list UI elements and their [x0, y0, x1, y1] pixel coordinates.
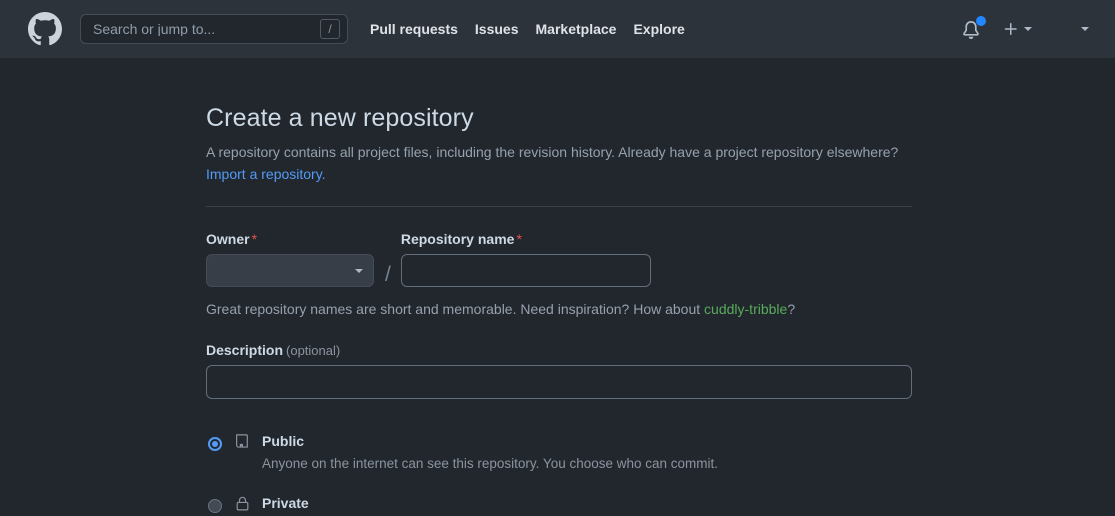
nav-item-marketplace[interactable]: Marketplace: [535, 21, 617, 37]
search-input[interactable]: Search or jump to... /: [80, 14, 348, 44]
page-subtitle: A repository contains all project files,…: [206, 144, 899, 160]
hint-prefix: Great repository names are short and mem…: [206, 301, 705, 317]
owner-field-group: Owner*: [206, 231, 374, 287]
account-menu-button[interactable]: [1076, 27, 1089, 31]
visibility-option-public[interactable]: Public Anyone on the internet can see th…: [206, 433, 912, 473]
chevron-down-icon: [1024, 27, 1032, 31]
owner-label-text: Owner: [206, 231, 250, 247]
header-actions: [961, 16, 1099, 42]
private-radio[interactable]: [208, 498, 222, 513]
private-text-block: Private You choose who can see and commi…: [262, 495, 591, 516]
public-description: Anyone on the internet can see this repo…: [262, 456, 719, 471]
nav-item-explore[interactable]: Explore: [633, 21, 685, 37]
visibility-options: Public Anyone on the internet can see th…: [206, 433, 912, 516]
description-label: Description(optional): [206, 342, 912, 358]
owner-label: Owner*: [206, 231, 374, 247]
visibility-option-private[interactable]: Private You choose who can see and commi…: [206, 495, 912, 516]
owner-and-name-row: Owner* / Repository name*: [206, 231, 912, 287]
repository-name-label-text: Repository name: [400, 231, 515, 247]
hint-suffix: ?: [787, 301, 796, 317]
private-title: Private: [262, 494, 309, 511]
repository-name-label: Repository name*: [401, 231, 651, 247]
page-title: Create a new repository: [206, 104, 474, 132]
create-new-button[interactable]: [1003, 21, 1032, 37]
owner-name-separator: /: [385, 263, 391, 286]
public-title: Public: [262, 433, 305, 449]
public-radio[interactable]: [208, 437, 222, 451]
owner-select[interactable]: [206, 254, 374, 287]
main-content: Create a new repository A repository con…: [0, 58, 1115, 516]
github-mark-icon[interactable]: [28, 12, 62, 46]
repository-name-input[interactable]: [400, 254, 651, 287]
search-placeholder: Search or jump to...: [93, 22, 216, 36]
global-header: Search or jump to... / Pull requests Iss…: [0, 0, 1115, 58]
suggested-repository-name: cuddly-tribble: [704, 301, 788, 317]
repository-name-required-mark: *: [516, 231, 522, 247]
section-divider: [206, 206, 912, 207]
repository-name-hint: Great repository names are short and mem…: [206, 301, 912, 317]
chevron-down-icon: [355, 268, 363, 273]
description-optional-note: (optional): [286, 343, 341, 358]
notification-unread-dot: [976, 16, 986, 26]
primary-nav: Pull requests Issues Marketplace Explore: [370, 21, 685, 37]
nav-item-pull-requests[interactable]: Pull requests: [370, 21, 458, 37]
chevron-down-icon: [1081, 27, 1089, 31]
notifications-button[interactable]: [961, 16, 987, 42]
owner-required-mark: *: [251, 231, 258, 247]
public-text-block: Public Anyone on the internet can see th…: [262, 433, 718, 473]
repository-name-field-group: Repository name*: [400, 231, 651, 287]
search-shortcut-badge: /: [320, 19, 340, 39]
lock-icon: [234, 495, 252, 516]
import-repository-link[interactable]: Import a repository.: [206, 166, 326, 182]
repo-book-icon: [234, 433, 252, 455]
nav-item-issues[interactable]: Issues: [474, 21, 519, 37]
description-field-group: Description(optional): [206, 342, 912, 399]
description-label-text: Description: [206, 342, 284, 358]
description-input[interactable]: [206, 365, 912, 399]
